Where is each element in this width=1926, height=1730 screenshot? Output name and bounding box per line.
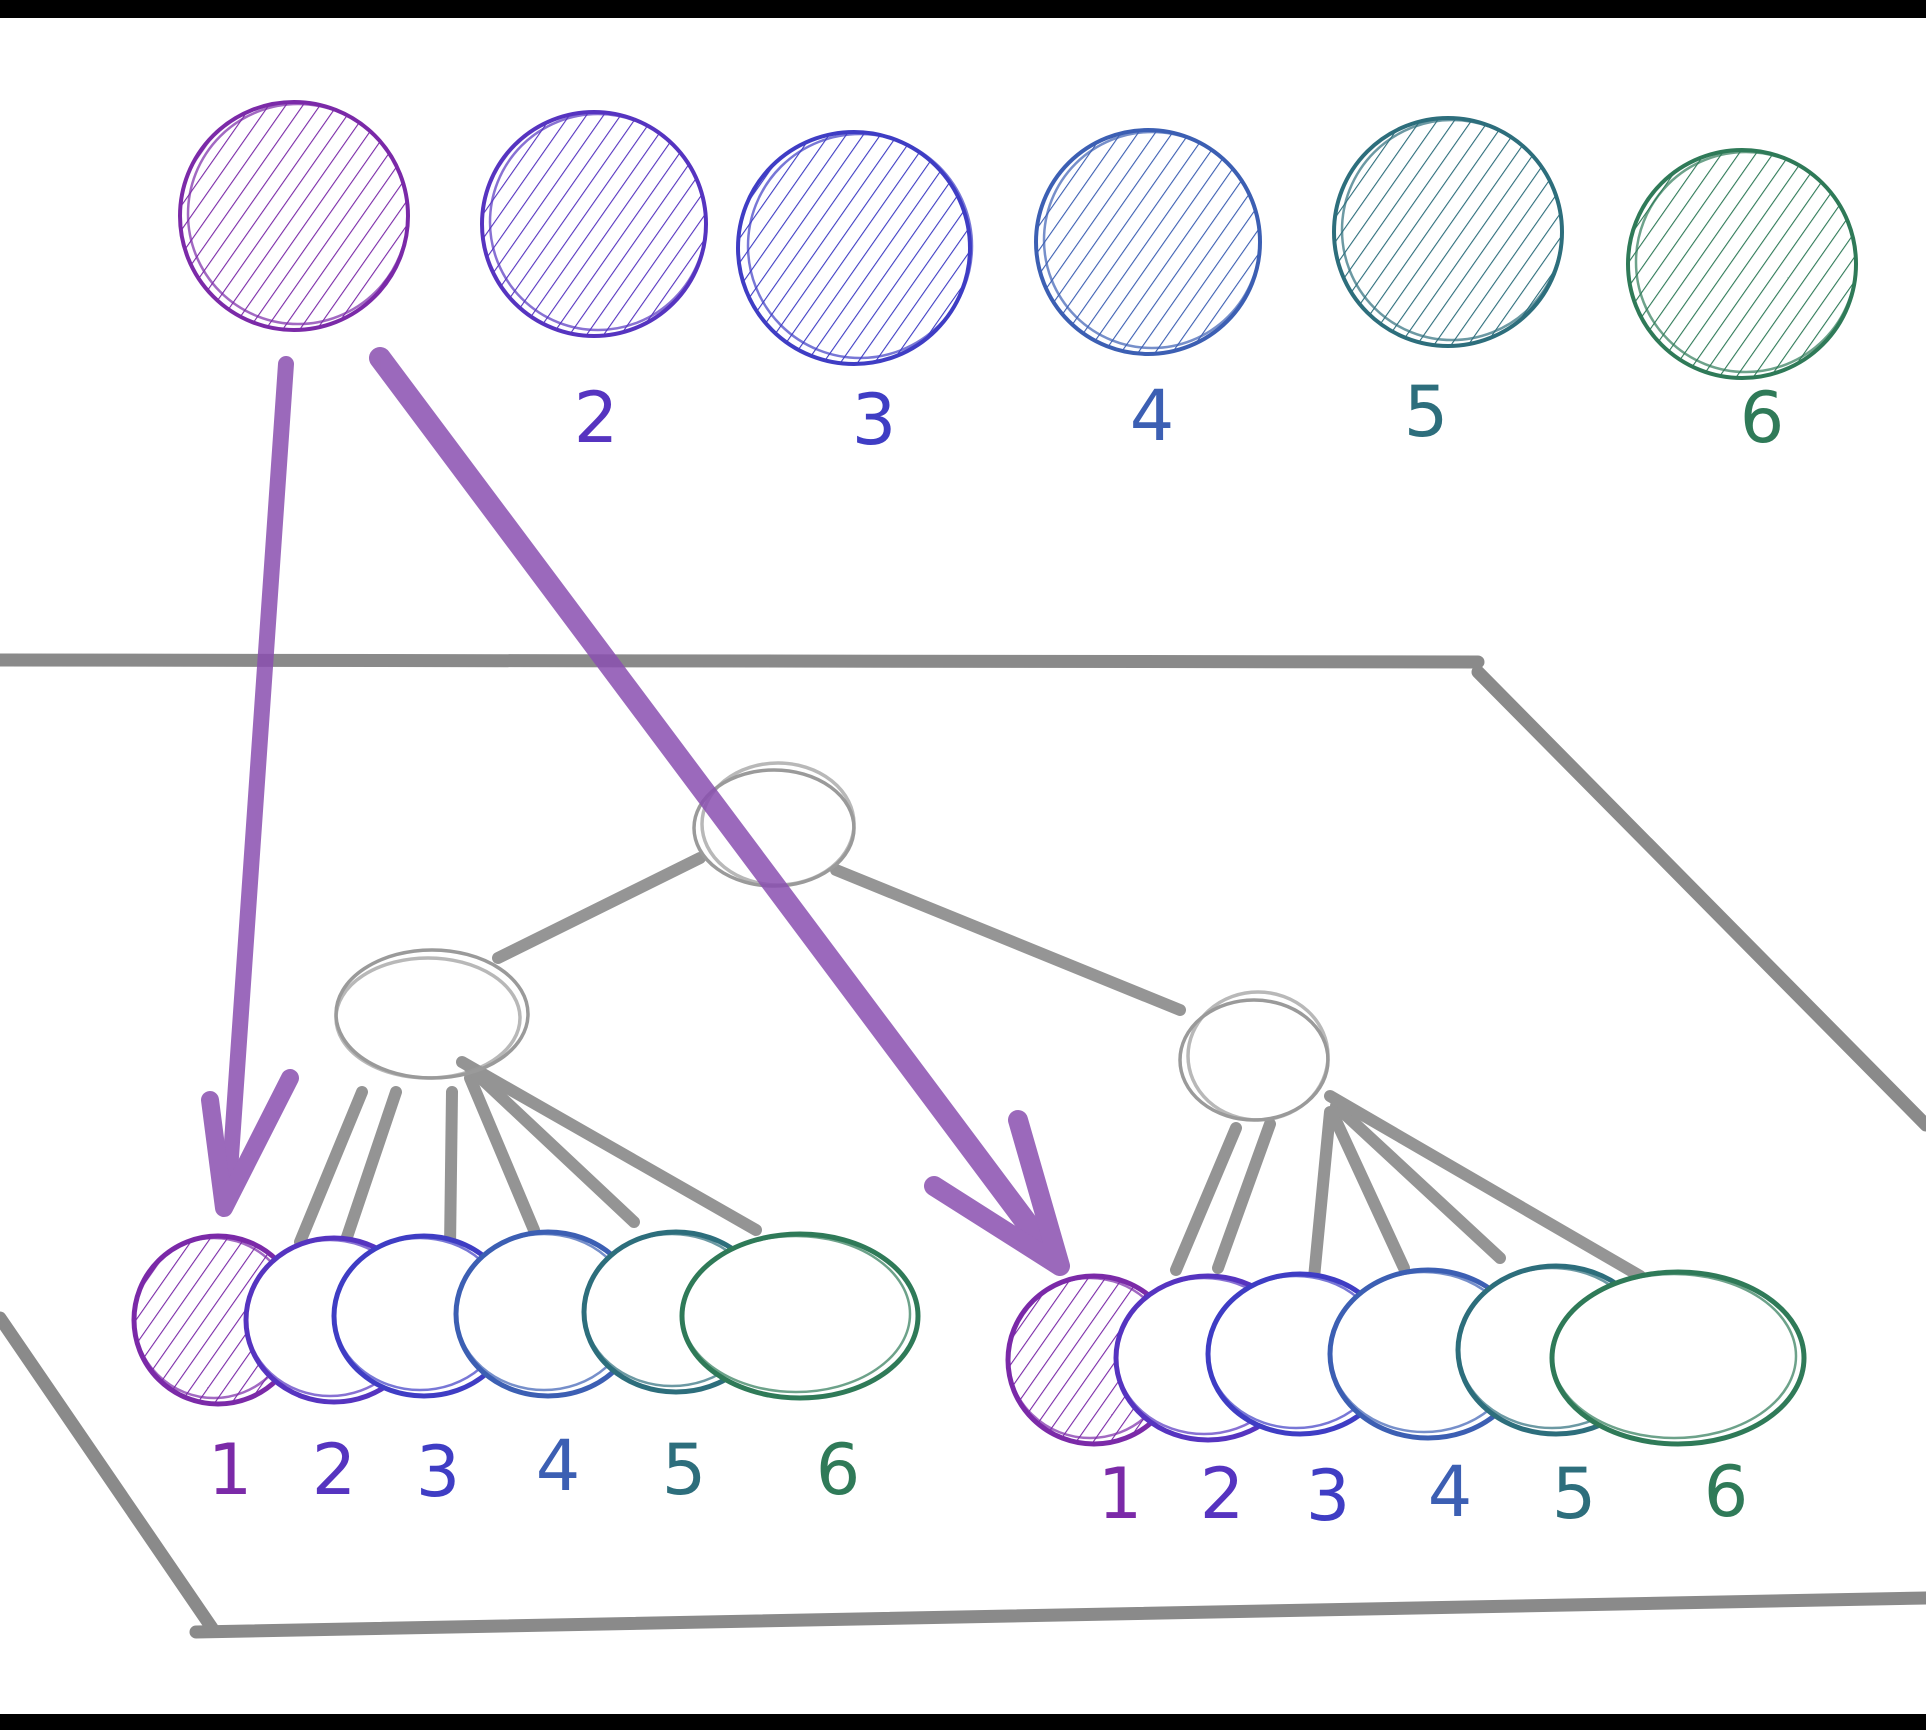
right-label-6: 6 <box>1704 1451 1749 1533</box>
edge-right-leaf-3 <box>1308 1106 1336 1284</box>
plane-bottom-edge <box>189 1591 1926 1639</box>
left-label-6: 6 <box>816 1429 861 1511</box>
right-internal-node <box>1178 990 1330 1122</box>
top-circle-6 <box>1626 148 1858 380</box>
edge-left-leaf-5 <box>464 1062 640 1228</box>
edge-right-leaf-6 <box>1324 1090 1646 1282</box>
right-label-4: 4 <box>1428 1451 1473 1533</box>
edge-left-leaf-2 <box>340 1086 402 1246</box>
arrow-to-right-leaf-1-shaft <box>369 347 1067 1273</box>
left-label-5: 5 <box>662 1429 707 1511</box>
arrows <box>201 347 1070 1276</box>
left-label-2: 2 <box>312 1429 357 1511</box>
top-circle-4 <box>1034 128 1262 356</box>
edge-left-leaf-6 <box>456 1056 762 1236</box>
top-circle-1 <box>178 100 410 332</box>
plane-left-edge <box>0 1311 219 1635</box>
top-label-4: 4 <box>1130 375 1175 457</box>
plane <box>0 653 1926 1639</box>
edge-right-leaf-2 <box>1212 1118 1276 1274</box>
tree-nodes <box>334 761 1330 1122</box>
edge-left-leaf-3 <box>444 1086 458 1254</box>
edge-right-leaf-4 <box>1326 1106 1410 1274</box>
left-internal-node <box>334 948 530 1080</box>
left-leaf-6 <box>679 1231 921 1401</box>
top-label-6: 6 <box>1740 377 1785 459</box>
edge-right-leaf-5 <box>1330 1100 1506 1264</box>
right-label-2: 2 <box>1200 1453 1245 1535</box>
top-circle-5 <box>1332 116 1564 348</box>
right-leaf-6 <box>1549 1269 1807 1447</box>
top-label-5: 5 <box>1404 371 1449 453</box>
tree-edges <box>294 852 1646 1284</box>
right-label-3: 3 <box>1306 1455 1351 1537</box>
plane-top-edge <box>0 653 1485 669</box>
arrow-to-right-leaf-1-head <box>924 1110 1070 1276</box>
left-leaf-group <box>131 1229 921 1407</box>
arrow-to-left-leaf-1-head <box>201 1069 299 1217</box>
top-label-3: 3 <box>852 379 897 461</box>
edge-left-leaf-4 <box>464 1072 540 1236</box>
edge-root-right <box>830 864 1186 1016</box>
right-label-1: 1 <box>1098 1453 1143 1535</box>
left-label-4: 4 <box>536 1425 581 1507</box>
left-label-3: 3 <box>416 1431 461 1513</box>
edge-left-leaf-1 <box>294 1086 368 1248</box>
edge-root-left <box>492 852 706 964</box>
plane-right-edge <box>1471 665 1926 1132</box>
arrow-to-left-leaf-1-shaft <box>220 356 294 1208</box>
right-label-5: 5 <box>1552 1453 1597 1535</box>
top-circle-2 <box>480 110 708 338</box>
top-label-2: 2 <box>574 377 619 459</box>
right-leaf-group <box>1005 1263 1807 1447</box>
top-circle-3 <box>736 130 974 366</box>
edge-right-leaf-1 <box>1170 1122 1242 1276</box>
left-label-1: 1 <box>208 1429 253 1511</box>
